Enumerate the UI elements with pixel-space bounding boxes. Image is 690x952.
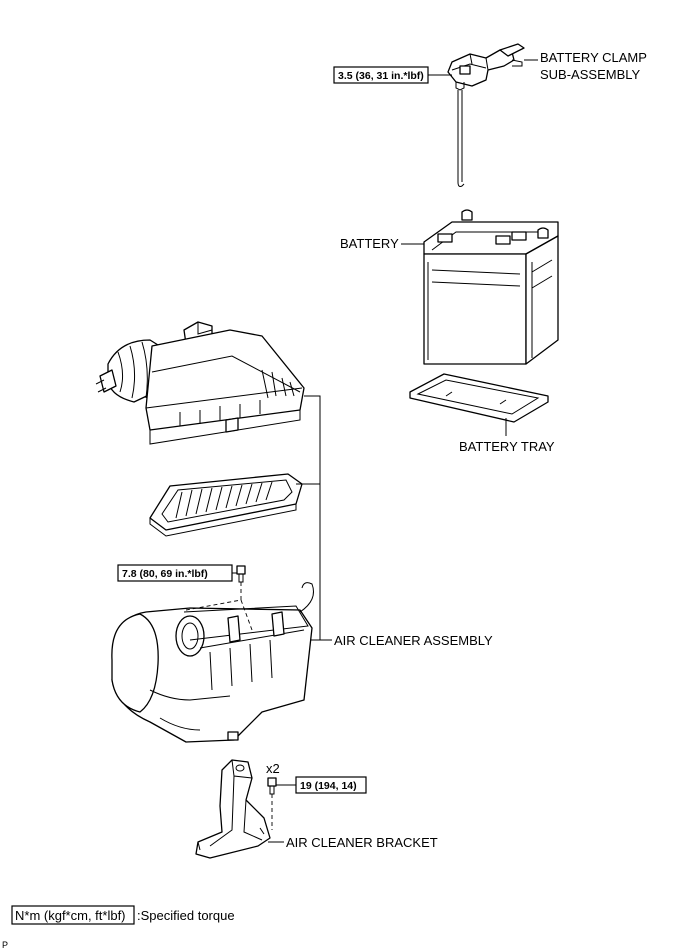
battery-drawing [423, 209, 559, 365]
air-cleaner-assembly-label: AIR CLEANER ASSEMBLY [334, 633, 493, 648]
bolt-dashed-line-2 [240, 599, 253, 631]
battery-tray-label: BATTERY TRAY [459, 439, 555, 454]
bracket-bolt-drawing [267, 777, 277, 795]
air-cleaner-torque-value: 7.8 (80, 69 in.*lbf) [122, 568, 208, 580]
legend-torque-box [11, 905, 135, 925]
legend-unit: N*m (kgf*cm, ft*lbf) [15, 908, 126, 923]
air-cleaner-bracket-drawing [195, 759, 271, 859]
battery-clamp-label-line1: BATTERY CLAMP [540, 50, 647, 65]
battery-label: BATTERY [340, 236, 399, 251]
battery-clamp-drawing [447, 43, 525, 187]
air-cleaner-cover-drawing [95, 321, 305, 445]
battery-tray-drawing [409, 373, 549, 423]
legend-text: :Specified torque [137, 908, 235, 923]
air-cleaner-case-drawing [111, 582, 314, 743]
corner-mark: P [2, 940, 8, 950]
battery-clamp-label-line2: SUB-ASSEMBLY [540, 67, 641, 82]
air-filter-element-drawing [149, 473, 303, 537]
clamp-torque-value: 3.5 (36, 31 in.*lbf) [338, 70, 424, 82]
bracket-bolt-quantity: x2 [266, 761, 280, 776]
air-cleaner-bracket-label: AIR CLEANER BRACKET [286, 835, 438, 850]
air-cleaner-bolt-drawing [236, 565, 246, 583]
bolt-dashed-line [185, 582, 242, 611]
bracket-torque-value: 19 (194, 14) [300, 780, 357, 792]
assembly-bracket-line [296, 395, 332, 641]
